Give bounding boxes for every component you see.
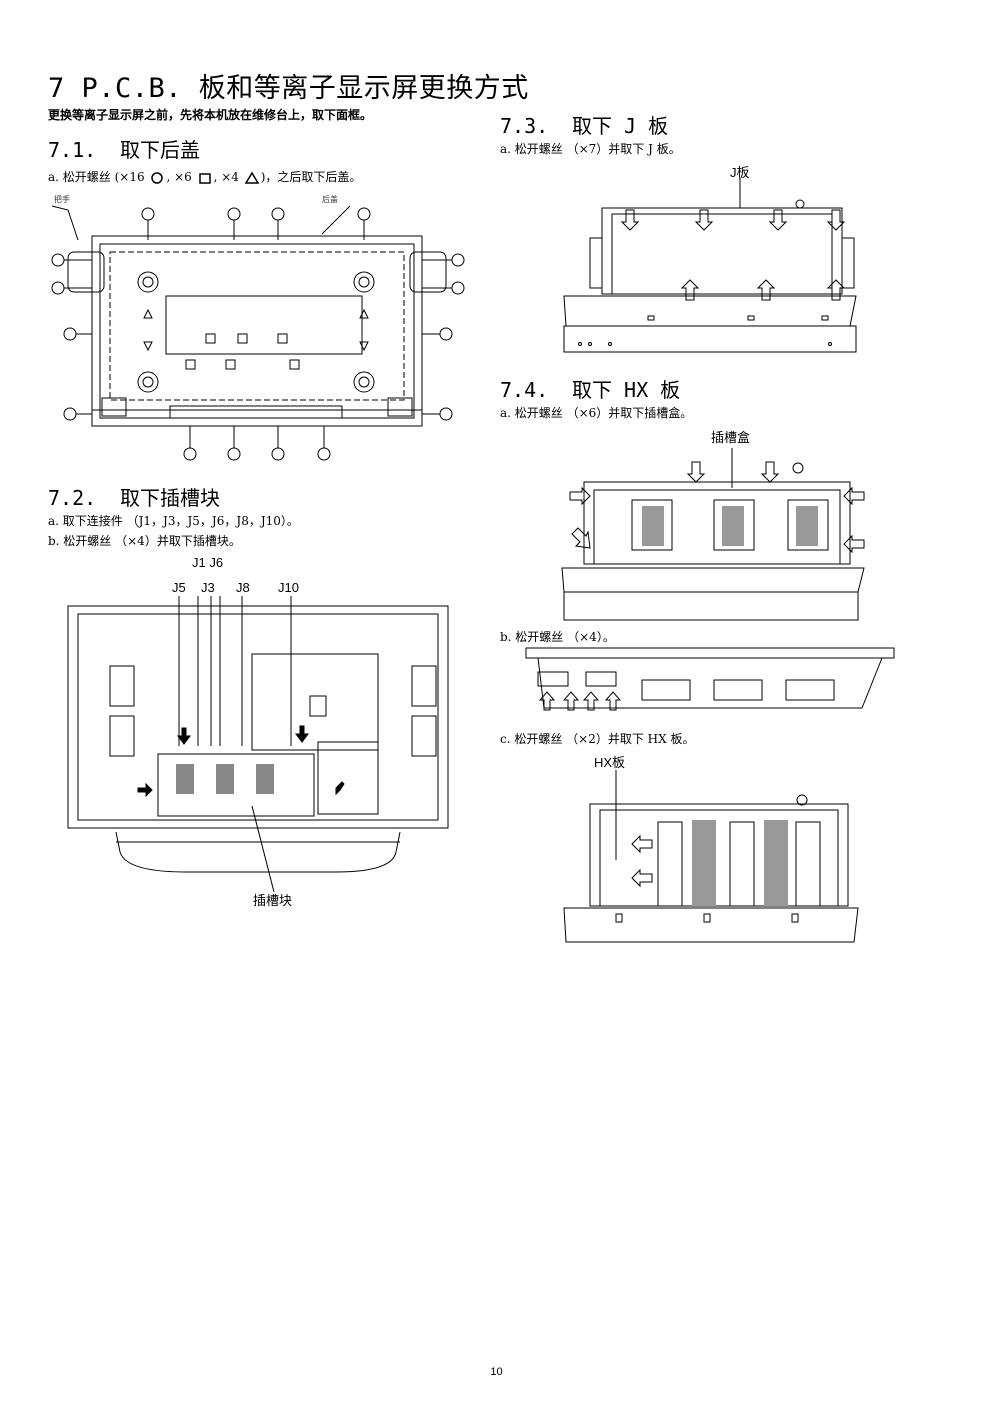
section-7-2-step-b: b. 松开螺丝 （×4）并取下插槽块。 — [48, 534, 241, 548]
section-7-4-step-c: c. 松开螺丝 （×2）并取下 HX 板。 — [500, 732, 695, 746]
section-7-4-step-b: b. 松开螺丝 （×4）。 — [500, 630, 615, 644]
section-7-3-number: 7.3. — [500, 114, 549, 138]
section-7-2-step-a: a. 取下连接件 （J1，J3，J5，J6，J8，J10）。 — [48, 514, 299, 528]
section-7-4-number: 7.4. — [500, 378, 549, 402]
hx-board-diagram — [563, 770, 859, 943]
fig-7-2-label-j10: J10 — [278, 580, 299, 595]
fig-7-2-label-j8: J8 — [236, 580, 250, 595]
section-7-1-heading: 7.1. 取下后盖 — [48, 134, 200, 163]
fig-7-3-label-j-board: J板 — [730, 165, 750, 180]
triangle-screw-icon — [244, 171, 260, 184]
section-7-2-title: 取下插槽块 — [120, 486, 220, 510]
hx-board-screws-diagram — [525, 647, 895, 711]
circle-screw-icon — [151, 171, 164, 184]
fig-7-2-label-j5: J5 — [172, 580, 186, 595]
section-7-1-title: 取下后盖 — [120, 138, 200, 162]
fig-7-4-c-label-hx-board: HX板 — [594, 755, 626, 770]
section-7-3-step-a: a. 松开螺丝 （×7）并取下 J 板。 — [500, 142, 681, 156]
fig-7-2-label-j1-j6: J1 J6 — [192, 555, 224, 570]
fig-7-2-label-j3: J3 — [201, 580, 215, 595]
intro-text: 更换等离子显示屏之前，先将本机放在维修台上，取下面框。 — [48, 108, 373, 122]
section-7-3-heading: 7.3. 取下 J 板 — [500, 110, 668, 139]
section-7-2-heading: 7.2. 取下插槽块 — [48, 482, 220, 511]
section-7-2-number: 7.2. — [48, 486, 97, 510]
section-7-1-step-a: a. 松开螺丝 (×16 , ×6 , ×4 )，之后取下后盖。 — [48, 168, 361, 185]
step-a-prefix: a. 松开螺丝 (×16 — [48, 170, 145, 184]
page-number: 10 — [490, 1366, 503, 1378]
fig-7-1-label-rear-cover: 后盖 — [322, 195, 338, 204]
fig-7-2-label-slot-block: 插槽块 — [253, 893, 293, 908]
step-a-mid2: , ×4 — [213, 170, 239, 184]
section-7-4-heading: 7.4. 取下 HX 板 — [500, 374, 680, 403]
slot-box-diagram — [561, 448, 865, 621]
step-a-suffix: )，之后取下后盖。 — [260, 170, 362, 184]
section-7-1-number: 7.1. — [48, 138, 97, 162]
slot-block-diagram — [67, 596, 449, 893]
step-a-mid1: , ×6 — [166, 170, 192, 184]
section-7-4-title: 取下 HX 板 — [572, 378, 681, 402]
page-title: 7 P.C.B. 板和等离子显示屏更换方式 — [48, 73, 529, 104]
rear-cover-diagram — [51, 205, 465, 461]
j-board-diagram — [563, 178, 857, 353]
fig-7-4-a-label-slot-box: 插槽盒 — [711, 430, 751, 445]
fig-7-1-label-handle: 把手 — [54, 195, 70, 204]
square-screw-icon — [198, 172, 211, 184]
section-7-4-step-a: a. 松开螺丝 （×6）并取下插槽盒。 — [500, 406, 693, 420]
section-7-3-title: 取下 J 板 — [572, 114, 669, 138]
